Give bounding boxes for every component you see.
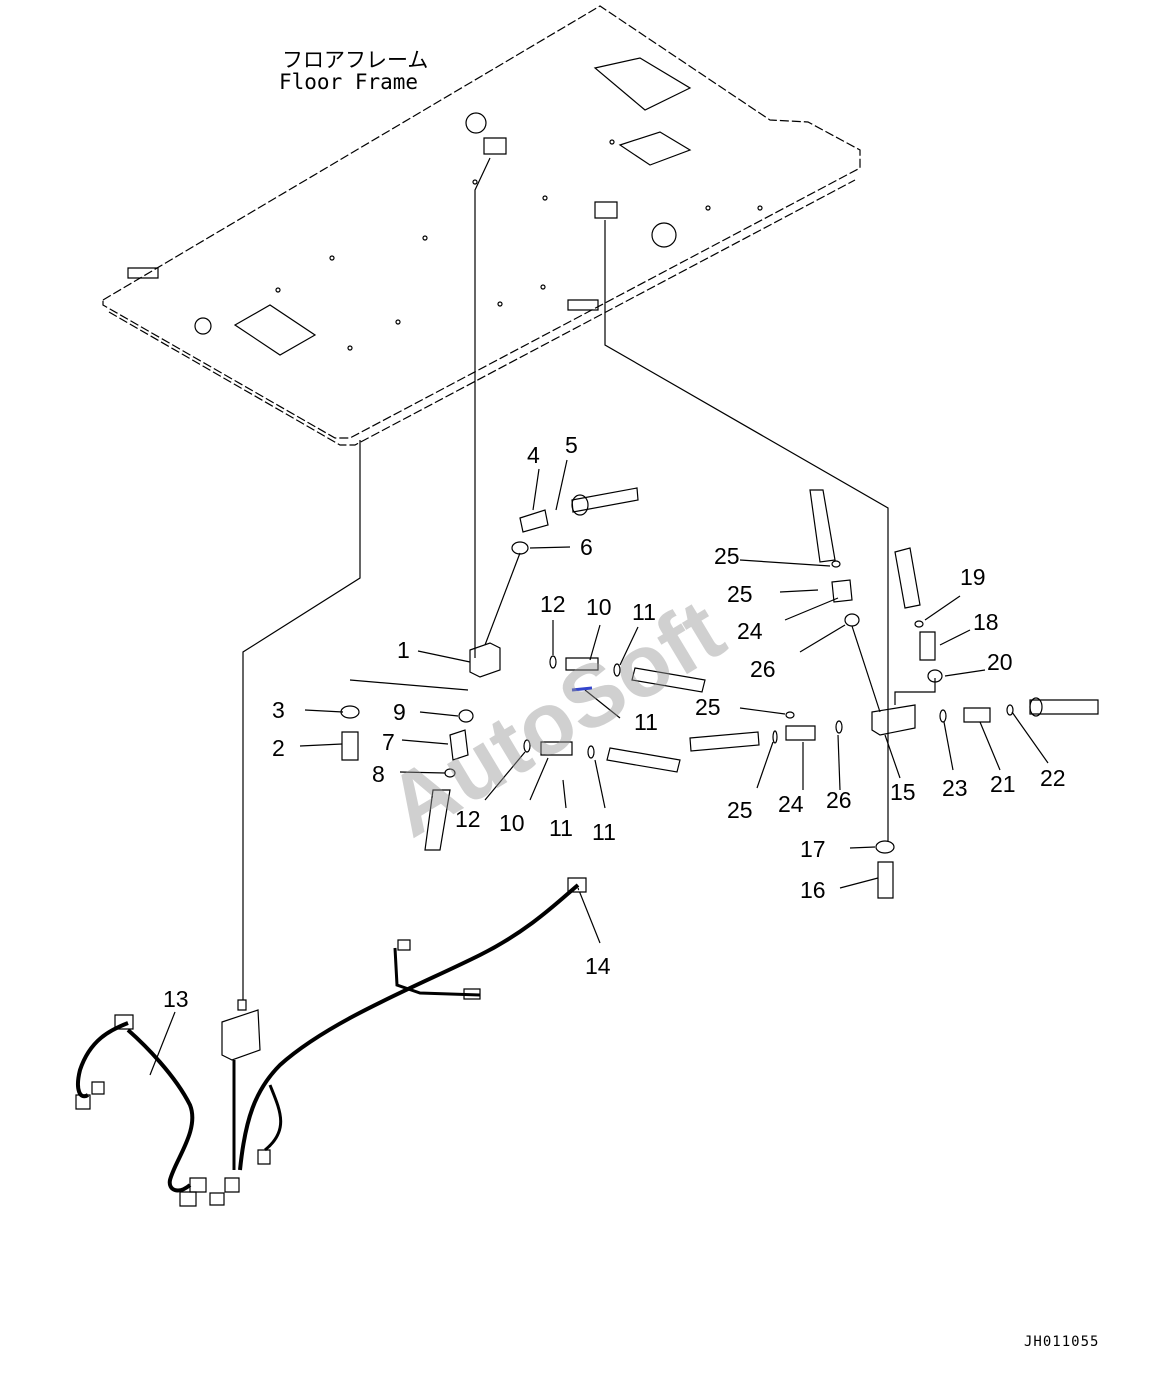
accent-mark xyxy=(572,688,592,690)
callout-11-d: 11 xyxy=(592,819,616,845)
callout-10-a: 10 xyxy=(586,594,612,620)
callout-24-a: 24 xyxy=(737,618,763,644)
callout-26-a: 26 xyxy=(750,656,776,682)
callout-9: 9 xyxy=(393,699,406,725)
callout-11-c: 11 xyxy=(549,815,573,841)
callout-6: 6 xyxy=(580,534,593,560)
callout-2: 2 xyxy=(272,735,285,761)
callout-24-b: 24 xyxy=(778,791,804,817)
callout-12-a: 12 xyxy=(540,591,566,617)
callout-14: 14 xyxy=(585,953,611,979)
hose-top-right xyxy=(810,490,835,562)
callout-17: 17 xyxy=(800,836,826,862)
floor-cutout-1 xyxy=(595,58,690,110)
callout-25-b: 25 xyxy=(727,581,753,607)
title-japanese: フロアフレーム xyxy=(282,48,429,72)
callout-10-b: 10 xyxy=(499,810,525,836)
callout-18: 18 xyxy=(973,609,999,635)
floor-hole-1 xyxy=(466,113,486,133)
harness-14 xyxy=(240,885,578,1170)
callout-labels: 1 2 3 4 5 6 7 8 9 10 10 10 11 11 11 11 1… xyxy=(163,432,1066,1012)
callout-5: 5 xyxy=(565,432,578,458)
callout-19: 19 xyxy=(960,564,986,590)
callout-25-d: 25 xyxy=(727,797,753,823)
leader-main-down xyxy=(475,158,490,658)
floor-hole-3 xyxy=(195,318,211,334)
drawing-code: JH011055 xyxy=(1024,1334,1100,1350)
block-1 xyxy=(470,643,500,677)
callout-11-a: 11 xyxy=(632,599,656,625)
floor-frame-outline xyxy=(103,6,860,438)
callout-21: 21 xyxy=(990,771,1016,797)
callout-16: 16 xyxy=(800,877,826,903)
floor-cutout-3 xyxy=(235,305,315,355)
callout-1: 1 xyxy=(397,637,410,663)
callout-23: 23 xyxy=(942,775,968,801)
callout-7: 7 xyxy=(382,729,395,755)
callout-11-b: 11 xyxy=(634,709,658,735)
floor-frame-lower-edge xyxy=(109,180,855,445)
callout-15: 15 xyxy=(890,779,916,805)
callout-12-b: 12 xyxy=(455,806,481,832)
callout-20: 20 xyxy=(987,649,1013,675)
floor-cutout-2 xyxy=(620,132,690,165)
hose-lower-mid xyxy=(607,748,680,772)
callout-3: 3 xyxy=(272,697,285,723)
floor-hole-2 xyxy=(652,223,676,247)
callout-4: 4 xyxy=(527,442,540,468)
hose-mid-right xyxy=(632,668,705,692)
harness-13 xyxy=(78,1023,192,1190)
callout-25-c: 25 xyxy=(695,694,721,720)
leader-right xyxy=(605,220,888,842)
connector-block xyxy=(222,1010,260,1060)
block-15 xyxy=(872,705,915,735)
hose-lower-left xyxy=(425,790,450,850)
callout-13: 13 xyxy=(163,986,189,1012)
hose-center-lower xyxy=(690,732,759,751)
hose-top-center xyxy=(572,488,638,512)
callout-22: 22 xyxy=(1040,765,1066,791)
title-english: Floor Frame xyxy=(279,70,419,94)
leader-left xyxy=(243,440,360,1000)
callout-8: 8 xyxy=(372,761,385,787)
hose-far-right xyxy=(1030,700,1098,714)
callout-26-b: 26 xyxy=(826,787,852,813)
callout-25-a: 25 xyxy=(714,543,740,569)
